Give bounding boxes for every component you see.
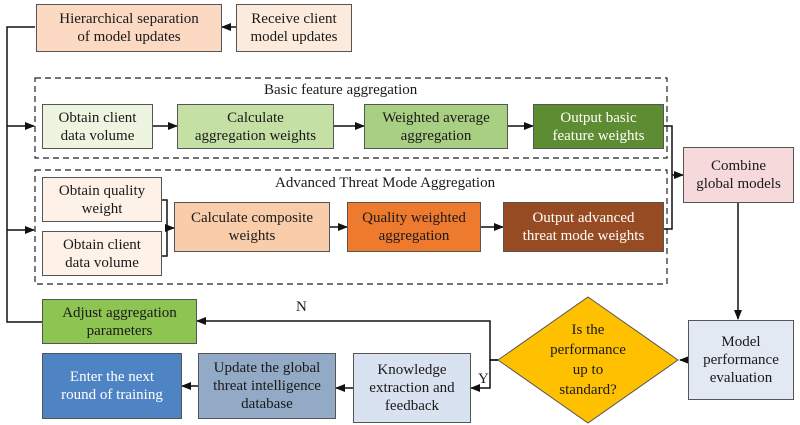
calculate-composite-weights-box: Calculate composite weights — [174, 202, 330, 252]
model-performance-evaluation-box: Model performance evaluation — [688, 320, 794, 400]
decision-diamond — [497, 296, 679, 424]
calculate-aggregation-weights-box: Calculate aggregation weights — [177, 104, 334, 149]
advanced-group-title: Advanced Threat Mode Aggregation — [275, 175, 496, 191]
line-outputs-bracket — [664, 125, 673, 230]
line-quality-bracket — [162, 199, 168, 257]
output-basic-feature-weights-box: Output basic feature weights — [533, 104, 664, 149]
next-round-training-box: Enter the next round of training — [42, 353, 182, 419]
knowledge-extraction-box: Knowledge extraction and feedback — [353, 353, 471, 423]
output-advanced-threat-weights-box: Output advanced threat mode weights — [503, 202, 664, 252]
obtain-quality-weight-box: Obtain quality weight — [42, 177, 162, 222]
arrow-decision-yes — [470, 359, 498, 392]
basic-group-frame — [34, 77, 668, 159]
receive-updates-box: Receive client model updates — [236, 4, 352, 52]
obtain-client-data-volume-basic-box: Obtain client data volume — [42, 104, 153, 149]
combine-global-models-box: Combine global models — [683, 147, 794, 203]
update-threat-database-box: Update the global threat intelligence da… — [198, 353, 336, 419]
obtain-client-data-volume-advanced-box: Obtain client data volume — [42, 231, 162, 276]
advanced-group-frame — [34, 169, 668, 285]
basic-group-title: Basic feature aggregation — [264, 82, 418, 98]
no-label: N — [296, 299, 307, 315]
weighted-average-aggregation-box: Weighted average aggregation — [364, 104, 508, 149]
yes-label: Y — [478, 371, 489, 387]
decision-text: Is the performance up to standard? — [550, 322, 626, 398]
quality-weighted-aggregation-box: Quality weighted aggregation — [347, 202, 481, 252]
adjust-aggregation-parameters-box: Adjust aggregation parameters — [42, 299, 197, 344]
hierarchical-separation-box: Hierarchical separation of model updates — [36, 4, 222, 52]
line-spine — [6, 26, 42, 323]
